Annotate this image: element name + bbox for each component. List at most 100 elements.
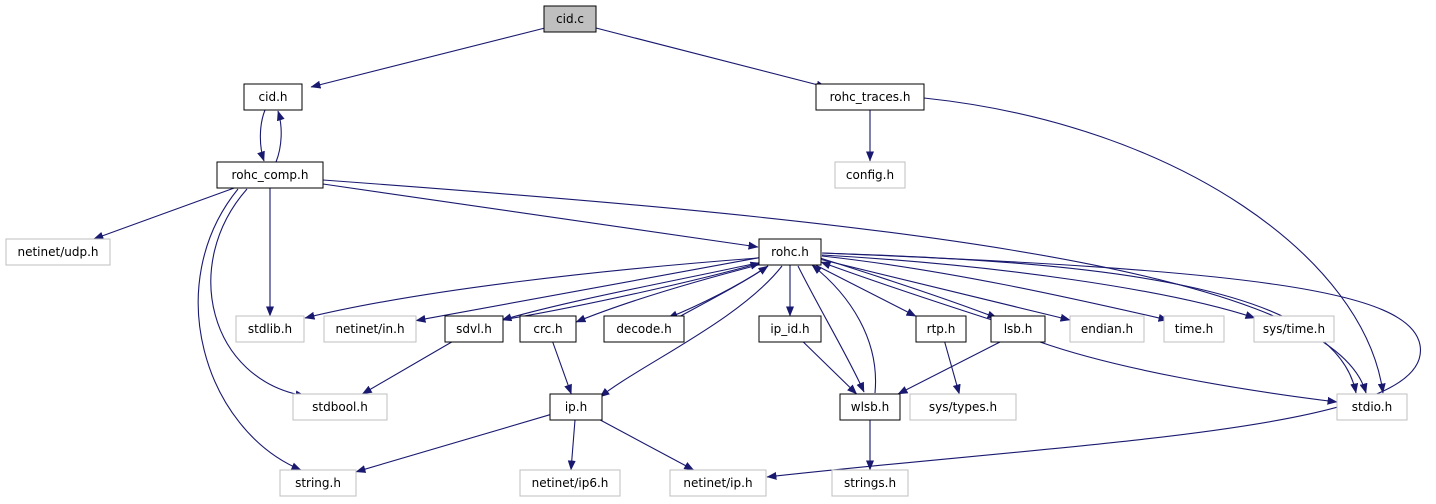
node-box <box>990 315 1046 343</box>
node-string-h: string.h <box>279 469 357 497</box>
edge-rtp-h-to-sys-types-h <box>944 341 961 395</box>
node-box <box>758 238 822 266</box>
node-box <box>1163 315 1225 343</box>
node-box <box>831 469 909 497</box>
edge-ip-h-to-netinet-ip6-h <box>567 419 576 471</box>
node-sdvl-h[interactable]: sdvl.h <box>444 315 504 343</box>
node-label: wlsb.h <box>851 400 889 414</box>
node-label: rohc_traces.h <box>830 90 911 104</box>
node-rtp-h[interactable]: rtp.h <box>915 315 967 343</box>
edge-lsb-h-to-stdio-h <box>1039 341 1338 405</box>
node-label: sdvl.h <box>456 322 492 336</box>
edge-wlsb-h-to-rohc-h <box>811 264 877 394</box>
node-netinet-in-h: netinet/in.h <box>323 315 417 343</box>
node-box <box>279 469 357 497</box>
node-label: lsb.h <box>1004 322 1033 336</box>
node-box <box>216 161 324 189</box>
edge-ip-id-h-to-wlsb-h <box>802 341 858 395</box>
edge-cid-c-to-rohc-traces-h <box>595 27 827 89</box>
node-label: cid.c <box>556 12 584 26</box>
node-box <box>669 469 767 497</box>
edge-sdvl-h-to-rohc-h <box>501 261 761 321</box>
node-box <box>909 393 1017 421</box>
node-netinet-ip-h: netinet/ip.h <box>669 469 767 497</box>
edge-rohc-comp-h-to-stdbool-h <box>210 188 306 399</box>
node-box <box>519 469 621 497</box>
edge-rohc-comp-h-to-rohc-h <box>322 183 759 250</box>
edge-crc-h-to-ip-h <box>552 341 572 395</box>
node-rohc-comp-h[interactable]: rohc_comp.h <box>216 161 324 189</box>
node-sys-types-h: sys/types.h <box>909 393 1017 421</box>
node-box <box>839 393 901 421</box>
node-label: netinet/ip6.h <box>532 476 609 490</box>
node-label: strings.h <box>844 476 896 490</box>
node-label: ip_id.h <box>770 322 809 336</box>
edge-rohc-h-to-ip-h <box>599 265 783 398</box>
node-label: netinet/in.h <box>335 322 404 336</box>
node-label: netinet/ip.h <box>683 476 752 490</box>
edge-lsb-h-to-rohc-h <box>820 261 993 321</box>
node-label: sys/types.h <box>929 400 997 414</box>
node-label: stdio.h <box>1352 400 1392 414</box>
node-box <box>915 315 967 343</box>
node-layer: cid.c cid.h rohc_traces.h rohc_comp.h config… <box>5 5 1408 497</box>
node-label: sys/time.h <box>1263 322 1325 336</box>
edge-lsb-h-to-wlsb-h <box>897 341 1001 395</box>
node-endian-h: endian.h <box>1069 315 1145 343</box>
edge-rohc-h-to-sdvl-h <box>501 261 763 322</box>
node-box <box>834 161 906 189</box>
node-label: endian.h <box>1081 322 1133 336</box>
node-box <box>235 315 305 343</box>
node-label: netinet/udp.h <box>17 245 98 259</box>
edge-rohc-h-to-endian-h <box>820 258 1071 322</box>
edge-rohc-h-to-wlsb-h <box>797 265 865 393</box>
node-box <box>543 5 597 33</box>
node-cid-c[interactable]: cid.c <box>543 5 597 33</box>
edge-layer <box>93 27 1421 480</box>
node-time-h: time.h <box>1163 315 1225 343</box>
node-label: time.h <box>1175 322 1214 336</box>
node-strings-h: strings.h <box>831 469 909 497</box>
node-label: ip.h <box>565 400 587 414</box>
node-cid-h[interactable]: cid.h <box>243 83 303 111</box>
node-box <box>243 83 303 111</box>
node-stdlib-h: stdlib.h <box>235 315 305 343</box>
node-box <box>815 83 925 111</box>
node-label: crc.h <box>533 322 562 336</box>
node-box <box>1069 315 1145 343</box>
edge-rohc-h-to-netinet-in-h <box>415 257 760 323</box>
node-rohc-h[interactable]: rohc.h <box>758 238 822 266</box>
node-box <box>758 315 822 343</box>
edge-rohc-comp-h-to-netinet-udp-h <box>93 187 235 240</box>
node-box <box>603 315 685 343</box>
node-box <box>1336 393 1408 421</box>
node-label: config.h <box>846 168 894 182</box>
node-crc-h[interactable]: crc.h <box>519 315 577 343</box>
edge-decode-h-to-rohc-h <box>676 265 769 319</box>
node-rohc-traces-h[interactable]: rohc_traces.h <box>815 83 925 111</box>
edge-rohc-h-to-time-h <box>821 255 1169 322</box>
node-label: rohc_comp.h <box>232 168 309 182</box>
node-ip-h[interactable]: ip.h <box>549 393 603 421</box>
edge-cid-h-to-rohc-comp-h <box>257 109 266 162</box>
edge-ip-h-to-netinet-ip-h <box>600 419 695 471</box>
node-ip-id-h[interactable]: ip_id.h <box>758 315 822 343</box>
node-label: cid.h <box>259 90 288 104</box>
node-label: string.h <box>295 476 341 490</box>
node-netinet-ip6-h: netinet/ip6.h <box>519 469 621 497</box>
node-box <box>323 315 417 343</box>
node-label: decode.h <box>616 322 671 336</box>
node-label: rohc.h <box>771 245 809 259</box>
node-config-h: config.h <box>834 161 906 189</box>
edge-rohc-traces-h-to-stdio-h <box>923 97 1386 394</box>
node-lsb-h[interactable]: lsb.h <box>990 315 1046 343</box>
node-box <box>5 238 111 266</box>
node-decode-h[interactable]: decode.h <box>603 315 685 343</box>
edge-cid-c-to-cid-h <box>310 27 546 89</box>
node-box <box>1253 315 1335 343</box>
node-wlsb-h[interactable]: wlsb.h <box>839 393 901 421</box>
node-stdbool-h: stdbool.h <box>292 393 388 421</box>
edge-rohc-h-to-netinet-ip-h <box>766 252 1421 480</box>
edge-ip-h-to-string-h <box>355 414 551 473</box>
